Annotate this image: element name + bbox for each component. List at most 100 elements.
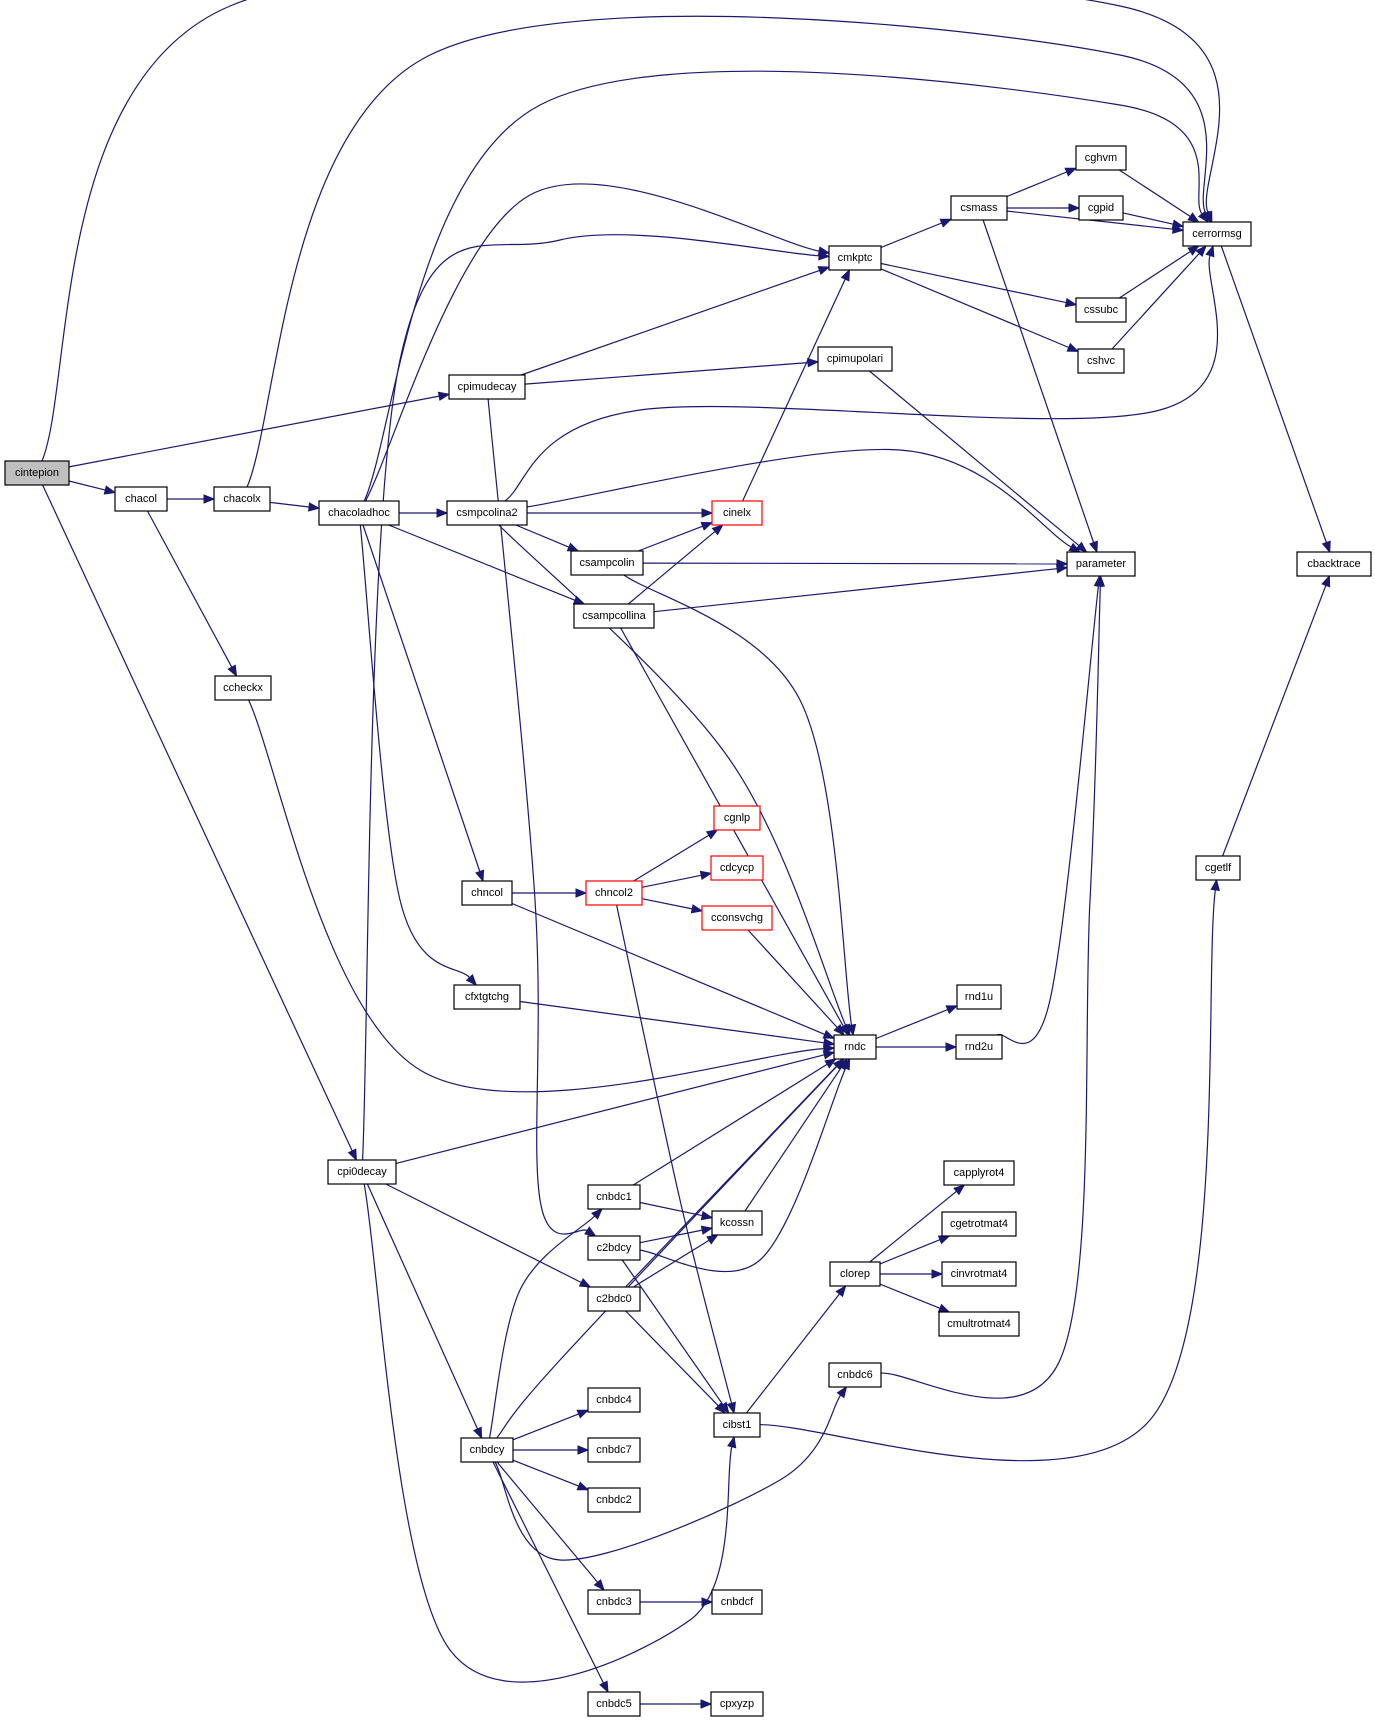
edge-line: [875, 1009, 948, 1040]
edge-line: [745, 1293, 840, 1414]
node-cnbdcf[interactable]: cnbdcf: [711, 1589, 763, 1615]
node-cconsvchg[interactable]: cconsvchg: [701, 905, 773, 931]
arrowhead-icon: [576, 1409, 590, 1419]
edge-chacoladhoc-to-cfxtgtchg: [359, 524, 478, 987]
node-cmultrotmat4[interactable]: cmultrotmat4: [938, 1311, 1020, 1337]
edge-cghvm-to-cerrormsg: [1118, 169, 1200, 223]
node-c2bdcy[interactable]: c2bdcy: [587, 1235, 641, 1261]
node-csampcollina[interactable]: csampcollina: [573, 603, 655, 629]
edge-cnbdcy-to-cnbdc2: [512, 1459, 590, 1491]
node-cgpid[interactable]: cgpid: [1078, 195, 1124, 221]
node-label: rndc: [844, 1041, 866, 1053]
node-cssubc[interactable]: cssubc: [1075, 297, 1127, 323]
node-chacol[interactable]: chacol: [114, 486, 168, 512]
edge-csampcollina-to-cinelx: [627, 524, 724, 605]
node-cnbdc6[interactable]: cnbdc6: [828, 1362, 882, 1388]
edge-cpimupolari-to-parameter: [869, 370, 1088, 553]
arrowhead-icon: [103, 485, 117, 495]
edge-line: [625, 1310, 719, 1407]
arrowhead-icon: [593, 1578, 605, 1592]
node-rnd2u[interactable]: rnd2u: [955, 1034, 1003, 1060]
arrowhead-icon: [1064, 167, 1078, 177]
node-cbacktrace[interactable]: cbacktrace: [1296, 551, 1372, 577]
node-cnbdc2[interactable]: cnbdc2: [587, 1487, 641, 1513]
node-capplyrot4[interactable]: capplyrot4: [943, 1160, 1015, 1186]
edge-line: [42, 484, 353, 1152]
node-cnbdc5[interactable]: cnbdc5: [587, 1691, 641, 1717]
node-csmpcolina2[interactable]: csmpcolina2: [446, 500, 528, 526]
node-clorep[interactable]: clorep: [829, 1261, 881, 1287]
node-label: cnbdcf: [721, 1596, 754, 1608]
edge-cmkptc-to-cshvc: [880, 268, 1080, 352]
edge-line: [639, 1201, 703, 1217]
node-box: [950, 195, 1008, 221]
node-chacolx[interactable]: chacolx: [213, 486, 271, 512]
node-c2bdc0[interactable]: c2bdc0: [587, 1286, 641, 1312]
edge-cnbdcy-to-cnbdc5: [492, 1461, 609, 1694]
node-box: [570, 550, 644, 576]
node-csampcolin[interactable]: csampcolin: [570, 550, 644, 576]
node-cnbdc4[interactable]: cnbdc4: [587, 1387, 641, 1413]
node-label: parameter: [1076, 558, 1126, 570]
node-box: [587, 1589, 641, 1615]
node-cinvrotmat4[interactable]: cinvrotmat4: [941, 1261, 1017, 1287]
node-box: [453, 984, 521, 1010]
node-box: [941, 1261, 1017, 1287]
node-chncol2[interactable]: chncol2: [585, 880, 643, 906]
edge-line: [642, 562, 1058, 565]
node-chncol[interactable]: chncol: [461, 880, 513, 906]
node-box: [114, 486, 168, 512]
node-cdcycp[interactable]: cdcycp: [710, 855, 764, 881]
node-cnbdc7[interactable]: cnbdc7: [587, 1437, 641, 1463]
node-ccheckx[interactable]: ccheckx: [214, 675, 272, 701]
node-label: chacolx: [223, 493, 261, 505]
node-box: [585, 880, 643, 906]
node-cmkptc[interactable]: cmkptc: [828, 245, 882, 271]
node-cibst1[interactable]: cibst1: [713, 1412, 761, 1438]
node-cghvm[interactable]: cghvm: [1075, 145, 1127, 171]
node-label: chncol: [471, 887, 503, 899]
node-box: [587, 1184, 641, 1210]
edge-csampcollina-to-parameter: [653, 564, 1069, 613]
arrowhead-icon: [227, 664, 238, 678]
node-cgnlp[interactable]: cgnlp: [713, 805, 761, 831]
node-parameter[interactable]: parameter: [1066, 551, 1136, 577]
node-chacoladhoc[interactable]: chacoladhoc: [318, 500, 400, 526]
arrowhead-icon: [835, 1284, 847, 1298]
node-box: [1075, 297, 1127, 323]
node-cshvc[interactable]: cshvc: [1077, 348, 1125, 374]
node-label: cinelx: [723, 507, 752, 519]
arrowhead-icon: [1197, 210, 1209, 224]
node-cgetlf[interactable]: cgetlf: [1195, 855, 1241, 881]
node-box: [1077, 348, 1125, 374]
edge-chacoladhoc-to-chncol: [362, 524, 485, 883]
node-cnbdcy[interactable]: cnbdcy: [460, 1437, 514, 1463]
node-rnd1u[interactable]: rnd1u: [956, 984, 1002, 1010]
node-box: [938, 1311, 1020, 1337]
node-kcossn[interactable]: kcossn: [711, 1210, 763, 1236]
node-box: [1182, 221, 1252, 247]
edge-cinelx-to-cmkptc: [742, 268, 850, 502]
node-label: cdcycp: [720, 862, 754, 874]
node-label: cibst1: [723, 1419, 752, 1431]
node-csmass[interactable]: csmass: [950, 195, 1008, 221]
node-cintepion[interactable]: cintepion: [4, 460, 70, 486]
edge-cssubc-to-cerrormsg: [1118, 245, 1200, 299]
node-label: cfxtgtchg: [465, 991, 509, 1003]
node-cpi0decay[interactable]: cpi0decay: [327, 1159, 397, 1185]
node-cnbdc1[interactable]: cnbdc1: [587, 1184, 641, 1210]
arrowhead-icon: [839, 1023, 849, 1037]
node-rndc[interactable]: rndc: [833, 1034, 877, 1060]
arrowhead-icon: [818, 251, 831, 261]
arrowhead-icon: [1171, 219, 1185, 229]
node-cgetrotmat4[interactable]: cgetrotmat4: [941, 1211, 1017, 1237]
node-cerrormsg[interactable]: cerrormsg: [1182, 221, 1252, 247]
node-label: cpimudecay: [458, 381, 517, 393]
edge-line: [759, 889, 1216, 1462]
node-cfxtgtchg[interactable]: cfxtgtchg: [453, 984, 521, 1010]
node-cinelx[interactable]: cinelx: [711, 500, 763, 526]
node-cnbdc3[interactable]: cnbdc3: [587, 1589, 641, 1615]
node-cpimupolari[interactable]: cpimupolari: [817, 346, 893, 372]
node-cpxyzp[interactable]: cpxyzp: [710, 1691, 764, 1717]
node-cpimudecay[interactable]: cpimudecay: [448, 374, 526, 400]
